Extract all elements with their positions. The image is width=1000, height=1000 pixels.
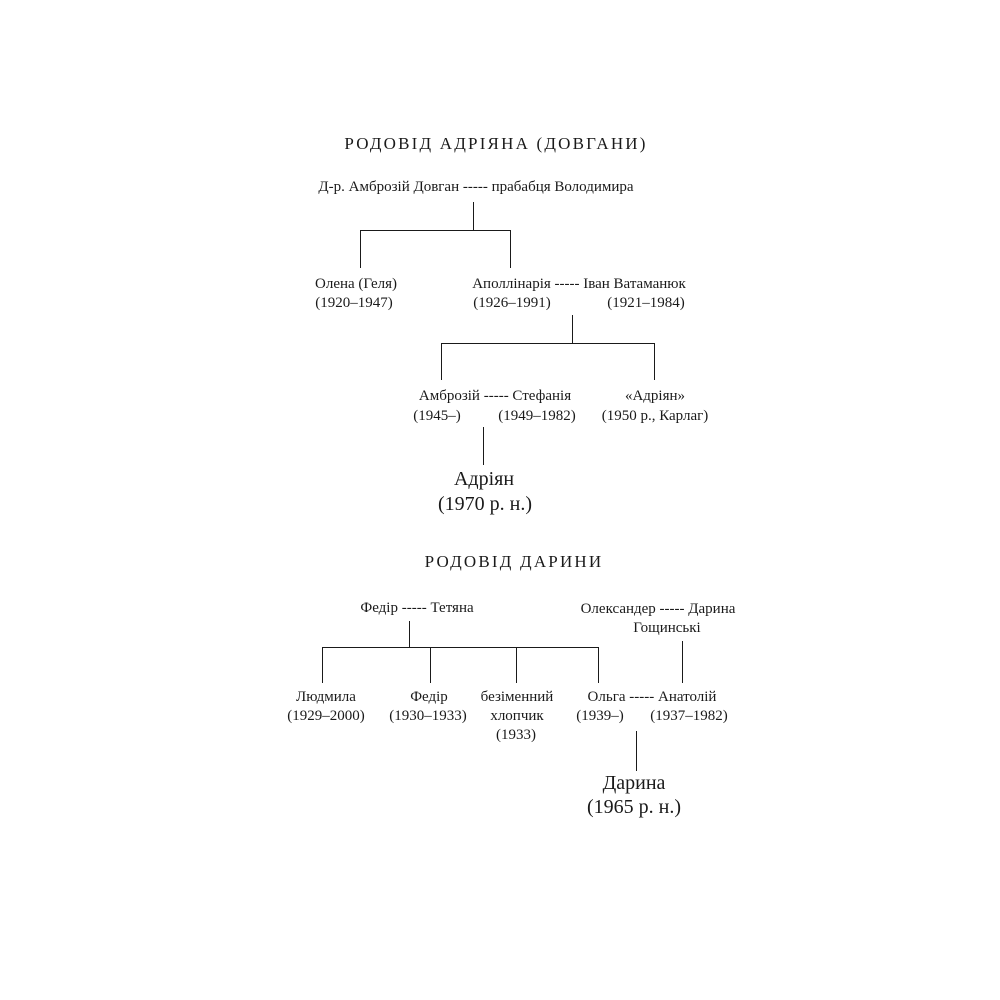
couple-apollinaria-ivan: Аполлінарія ----- Іван Ватаманюк xyxy=(472,276,686,292)
person-daryna-name: Дарина xyxy=(602,772,666,794)
person-boy-name-line2: хлопчик xyxy=(490,708,544,724)
connector-line xyxy=(516,647,518,683)
tree2-title: РОДОВІД ДАРИНИ xyxy=(424,552,604,571)
gen1-couple: Д-р. Амброзій Довган ----- прабабця Воло… xyxy=(318,179,634,195)
couple-oleksander-daryna-surname: Гощинські xyxy=(633,620,701,636)
person-adriyan-years: (1970 р. н.) xyxy=(437,493,533,515)
person-olena-years: (1920–1947) xyxy=(315,295,393,311)
person-stefania-years: (1949–1982) xyxy=(498,408,576,424)
person-fedir-name: Федір xyxy=(410,689,448,705)
person-ambroziy-years: (1945–) xyxy=(413,408,461,424)
person-adriyan-name: Адріян xyxy=(453,468,515,490)
connector-line xyxy=(409,621,411,647)
person-adriyan-elder-note: (1950 р., Карлаг) xyxy=(601,408,709,424)
couple-ambroziy-stefania: Амброзій ----- Стефанія xyxy=(418,388,572,404)
connector-line xyxy=(483,427,485,465)
person-daryna-years: (1965 р. н.) xyxy=(586,796,682,818)
person-ludmila-years: (1929–2000) xyxy=(287,708,365,724)
person-anatoliy-years: (1937–1982) xyxy=(650,708,728,724)
couple-olga-anatoliy: Ольга ----- Анатолій xyxy=(587,689,717,705)
connector-line xyxy=(636,731,638,771)
connector-line xyxy=(654,343,656,380)
tree1-title: РОДОВІД АДРІЯНА (ДОВГАНИ) xyxy=(344,134,648,153)
connector-line xyxy=(360,230,511,232)
connector-line xyxy=(322,647,324,683)
person-apollinaria-years: (1926–1991) xyxy=(473,295,551,311)
connector-line xyxy=(510,230,512,268)
person-ludmila-name: Людмила xyxy=(296,689,356,705)
connector-line xyxy=(473,202,475,230)
connector-line xyxy=(682,641,684,683)
person-boy-years: (1933) xyxy=(496,727,536,743)
couple-oleksander-daryna: Олександер ----- Дарина xyxy=(580,601,736,617)
person-fedir-years: (1930–1933) xyxy=(389,708,467,724)
person-olena-name: Олена (Геля) xyxy=(315,276,397,292)
person-olga-years: (1939–) xyxy=(576,708,624,724)
connector-line xyxy=(430,647,432,683)
person-ivan-years: (1921–1984) xyxy=(607,295,685,311)
person-boy-name-line1: безіменний xyxy=(480,689,554,705)
connector-line xyxy=(572,315,574,343)
connector-line xyxy=(441,343,655,345)
person-adriyan-elder-name: «Адріян» xyxy=(624,388,686,404)
connector-line xyxy=(441,343,443,380)
connector-line xyxy=(322,647,599,649)
couple-fedir-tetyana: Федір ----- Тетяна xyxy=(360,600,474,616)
connector-line xyxy=(598,647,600,683)
connector-line xyxy=(360,230,362,268)
